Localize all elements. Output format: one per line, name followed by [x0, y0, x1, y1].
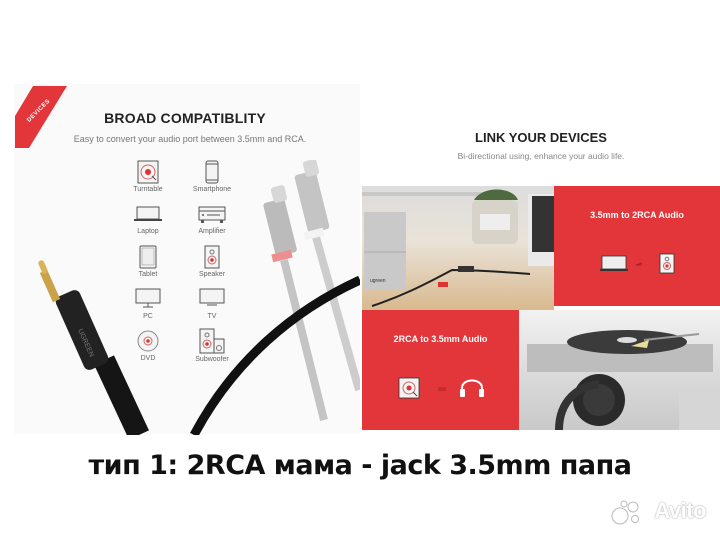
device-subwoofer: Subwoofer — [182, 328, 242, 363]
device-speaker: Speaker — [182, 245, 242, 278]
link-devices-title: LINK YOUR DEVICES — [475, 130, 607, 145]
subwoofer-icon — [199, 328, 225, 354]
device-amplifier: Amplifier — [182, 206, 242, 235]
broad-compatibility-subtitle: Easy to convert your audio port between … — [73, 134, 307, 144]
headphones-icon — [460, 379, 484, 397]
device-tablet: Tablet — [118, 245, 178, 278]
product-type-caption: тип 1: 2RCA мама - jack 3.5mm папа — [88, 450, 632, 481]
card-2rca-to-3-5mm: 2RCA to 3.5mm Audio — [362, 310, 519, 430]
device-pc: PC — [118, 288, 178, 320]
dvd-disc-icon — [137, 330, 159, 352]
amplifier-icon — [198, 206, 226, 223]
device-smartphone: Smartphone — [182, 160, 242, 193]
cable-illustration: UGREEN — [38, 160, 360, 435]
device-laptop: Laptop — [118, 206, 178, 235]
bidirectional-arrow-icon — [438, 387, 446, 391]
pc-monitor-icon — [135, 288, 161, 308]
device-turntable: Turntable — [118, 160, 178, 193]
turntable-icon — [137, 160, 159, 184]
avito-watermark: Avito — [654, 498, 706, 523]
svg-text:ugreen: ugreen — [370, 278, 386, 284]
avito-logo-icon — [611, 500, 639, 525]
desk-setup-photo: ugreen — [362, 186, 554, 310]
tv-icon — [199, 288, 225, 306]
speaker-icon — [659, 253, 675, 274]
laptop-icon — [600, 255, 628, 271]
card-3-5mm-to-2rca: 3.5mm to 2RCA Audio — [554, 186, 720, 306]
broad-compatibility-title: BROAD COMPATIBLITY — [104, 110, 266, 126]
turntable-icon — [398, 377, 420, 399]
device-tv: TV — [182, 288, 242, 320]
turntable-photo — [519, 310, 720, 430]
devices-ribbon — [15, 86, 67, 148]
speaker-icon — [204, 245, 220, 269]
broad-compatibility-panel — [14, 84, 360, 434]
laptop-icon — [134, 206, 162, 221]
tablet-icon — [139, 245, 157, 269]
bidirectional-arrow-icon — [635, 262, 643, 266]
link-devices-subtitle: Bi-directional using, enhance your audio… — [457, 151, 625, 161]
smartphone-icon — [205, 160, 219, 184]
device-dvd: DVD — [118, 330, 178, 362]
